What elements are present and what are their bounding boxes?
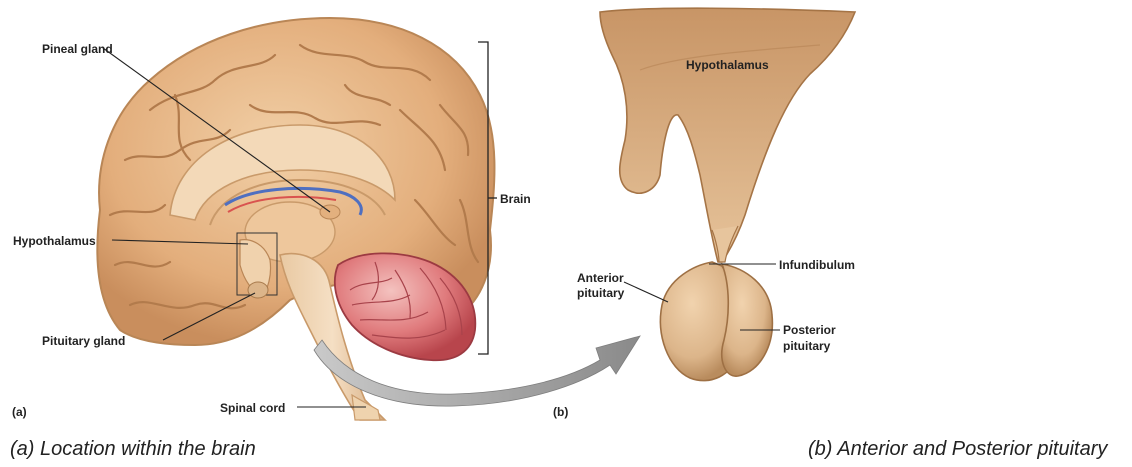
caption-b: (b) Anterior and Posterior pituitary [808, 438, 1107, 461]
panel-letter-b: (b) [553, 405, 568, 419]
panel-letter-a: (a) [12, 405, 27, 419]
label-posterior-line2: pituitary [783, 339, 831, 353]
label-infundibulum: Infundibulum [779, 258, 855, 272]
posterior-lobe [722, 264, 773, 376]
label-brain: Brain [500, 192, 531, 206]
label-spinal-cord: Spinal cord [220, 401, 285, 415]
label-hypothalamus-a: Hypothalamus [13, 234, 96, 248]
label-posterior-line1: Posterior [783, 323, 836, 337]
label-pineal-gland: Pineal gland [42, 42, 113, 56]
hypothalamus-funnel [600, 8, 855, 262]
label-anterior-line2: pituitary [577, 286, 625, 300]
caption-a: (a) Location within the brain [10, 438, 256, 461]
leader-anterior [624, 282, 668, 302]
brain-illustration [97, 18, 494, 420]
label-hypothalamus-b: Hypothalamus [686, 58, 769, 72]
label-pituitary-gland: Pituitary gland [42, 334, 125, 348]
label-anterior-line1: Anterior [577, 271, 624, 285]
